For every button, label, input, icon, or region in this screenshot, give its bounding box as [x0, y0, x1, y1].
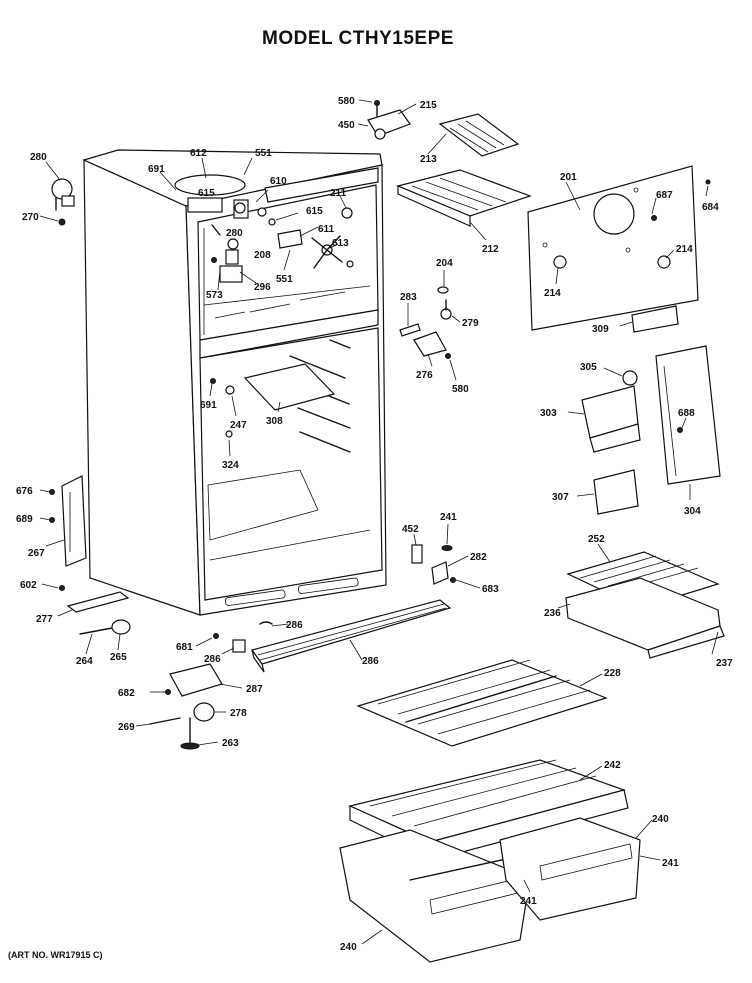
label-683: 683	[482, 584, 499, 595]
label-681: 681	[176, 642, 193, 653]
label-687: 687	[656, 190, 673, 201]
label-615a: 615	[198, 188, 215, 199]
label-264: 264	[76, 656, 93, 667]
art-number: (ART NO. WR17915 C)	[8, 950, 103, 960]
label-283: 283	[400, 292, 417, 303]
label-309: 309	[592, 324, 609, 335]
label-252: 252	[588, 534, 605, 545]
label-611: 611	[318, 224, 335, 235]
base-grille	[251, 599, 452, 673]
wire-shelf	[356, 659, 608, 747]
label-551a: 551	[255, 148, 272, 159]
label-263: 263	[222, 738, 239, 749]
label-602: 602	[20, 580, 37, 591]
page-title: MODEL CTHY15EPE	[262, 28, 454, 49]
label-691a: 691	[148, 164, 165, 175]
leader-lines	[39, 99, 719, 945]
label-691b: 691	[200, 400, 217, 411]
label-688: 688	[678, 408, 695, 419]
label-615b: 615	[306, 206, 323, 217]
freezer-parts	[174, 174, 354, 283]
label-237: 237	[716, 658, 733, 669]
label-241c: 241	[520, 896, 537, 907]
cabinet	[82, 149, 387, 616]
label-682: 682	[118, 688, 135, 699]
label-613: 613	[332, 238, 349, 249]
label-304: 304	[684, 506, 701, 517]
label-208: 208	[254, 250, 271, 261]
crisper-large	[339, 759, 641, 963]
label-676: 676	[16, 486, 33, 497]
label-242: 242	[604, 760, 621, 771]
label-240b: 240	[340, 942, 357, 953]
top-hinge-and-tray	[367, 100, 532, 227]
label-211: 211	[330, 188, 347, 199]
label-214b: 214	[544, 288, 561, 299]
label-580a: 580	[338, 96, 355, 107]
label-580b: 580	[452, 384, 469, 395]
label-236: 236	[544, 608, 561, 619]
label-214a: 214	[676, 244, 693, 255]
label-296: 296	[254, 282, 271, 293]
label-278: 278	[230, 708, 247, 719]
label-241a: 241	[440, 512, 457, 523]
label-212: 212	[482, 244, 499, 255]
leveling-parts	[149, 663, 223, 750]
label-280a: 280	[30, 152, 47, 163]
label-265: 265	[110, 652, 127, 663]
label-269: 269	[118, 722, 135, 733]
label-201: 201	[560, 172, 577, 183]
label-452: 452	[402, 524, 419, 535]
label-241b: 241	[662, 858, 679, 869]
label-307: 307	[552, 492, 569, 503]
label-276: 276	[416, 370, 433, 381]
label-573: 573	[206, 290, 223, 301]
label-215: 215	[420, 100, 437, 111]
right-parts	[581, 345, 721, 515]
part-labels: 280 270 691 612 551 615 610 211 615 611 …	[16, 96, 733, 953]
rear-panel	[527, 165, 711, 333]
label-279: 279	[462, 318, 479, 329]
left-parts	[49, 178, 273, 653]
label-228: 228	[604, 668, 621, 679]
label-277: 277	[36, 614, 53, 625]
label-204: 204	[436, 258, 453, 269]
label-450: 450	[338, 120, 355, 131]
label-240a: 240	[652, 814, 669, 825]
label-286b: 286	[286, 620, 303, 631]
label-270: 270	[22, 212, 39, 223]
label-684: 684	[702, 202, 719, 213]
label-303: 303	[540, 408, 557, 419]
label-324: 324	[222, 460, 239, 471]
label-689: 689	[16, 514, 33, 525]
label-213: 213	[420, 154, 437, 165]
label-286c: 286	[362, 656, 379, 667]
label-305: 305	[580, 362, 597, 373]
label-247: 247	[230, 420, 247, 431]
label-551b: 551	[276, 274, 293, 285]
label-267: 267	[28, 548, 45, 559]
label-610: 610	[270, 176, 287, 187]
label-280b: 280	[226, 228, 243, 239]
crisper-small	[565, 551, 725, 659]
label-286a: 286	[204, 654, 221, 665]
label-282: 282	[470, 552, 487, 563]
fresh-food-parts	[210, 363, 456, 585]
label-612: 612	[190, 148, 207, 159]
label-308: 308	[266, 416, 283, 427]
damper-parts	[399, 286, 452, 359]
label-287: 287	[246, 684, 263, 695]
